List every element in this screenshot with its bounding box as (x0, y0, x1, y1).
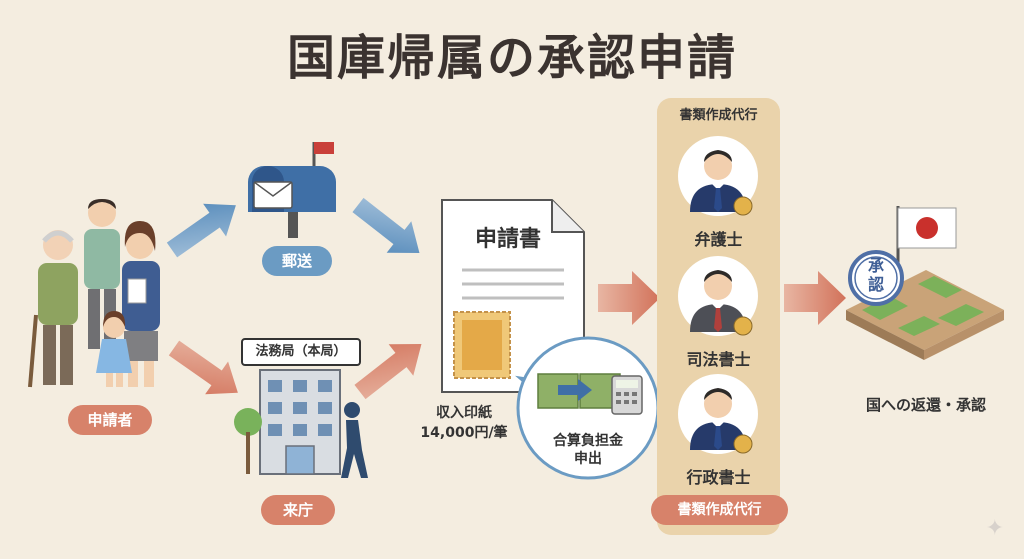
document-title: 申請書 (474, 227, 541, 252)
agent-name: 弁護士 (694, 230, 743, 249)
approval-stamp-line1: 承 (867, 256, 884, 275)
arrow-mail-to-document (352, 197, 420, 254)
arrow-office-to-document (354, 343, 422, 400)
mailbox-icon (248, 142, 336, 238)
office-building-illustration (234, 369, 368, 478)
agent-card: 弁護士 (657, 130, 780, 250)
applicant-label: 申請者 (68, 405, 152, 435)
approval-stamp-line2: 認 (867, 275, 884, 294)
mail-label: 郵送 (262, 246, 332, 276)
agent-card: 行政書士 (657, 368, 780, 488)
sparkle-icon: ✦ (985, 516, 1004, 541)
office-label: 来庁 (261, 495, 335, 525)
combined-fee-label: 合算負担金 (553, 433, 623, 449)
office-sign: 法務局（本局） (241, 338, 361, 366)
combined-fee-sublabel: 申出 (574, 451, 602, 467)
arrow-document-to-agents (598, 271, 660, 325)
agent-portrait (678, 256, 758, 336)
agent-name: 行政書士 (686, 468, 751, 487)
agents-header: 書類作成代行 (679, 108, 758, 123)
approval-land-illustration (846, 206, 1004, 360)
revenue-stamp-label: 収入印紙 (436, 405, 492, 421)
applicant-family-illustration (28, 199, 160, 388)
arrow-applicant-to-mail (166, 203, 236, 258)
agent-portrait (678, 374, 758, 454)
revenue-stamp-price: 14,000円/筆 (420, 425, 508, 441)
agent-card: 司法書士 (657, 250, 780, 370)
arrow-applicant-to-office (168, 340, 238, 395)
approval-label: 国への返還・承認 (865, 396, 986, 414)
arrow-agents-to-approval (784, 271, 846, 325)
agent-portrait (678, 136, 758, 216)
agents-footer-label: 書類作成代行 (651, 495, 788, 525)
page-title: 国庫帰属の承認申請 (286, 30, 737, 86)
application-document-illustration (441, 199, 585, 393)
agent-name: 司法書士 (686, 350, 751, 369)
combined-fee-bubble (515, 336, 660, 480)
